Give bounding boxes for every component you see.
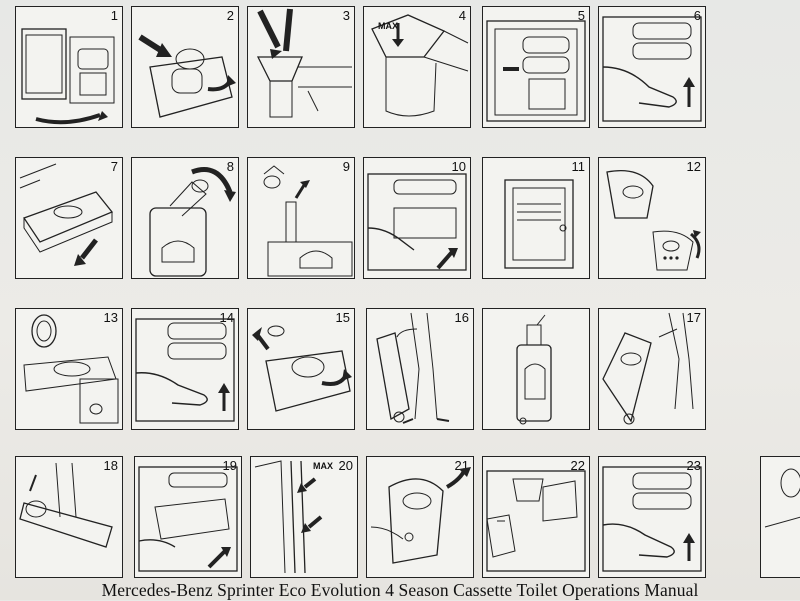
step-number: 18 [103,458,118,473]
step-panel-14: 14 [131,308,239,430]
step-panel-4: 4 MAX [363,6,471,128]
step-panel-5: 5 [482,6,590,128]
step-panel-partial [760,456,800,578]
wheel-cassette-icon [376,312,450,424]
pull-cassette-icon [19,163,114,266]
open-door-icon [21,28,115,125]
remove-cap-icon [263,165,353,277]
step-panel-16b [482,308,590,430]
step-number: 10 [451,159,466,174]
step-panel-10: 10 [363,157,471,279]
max-label: MAX [378,21,398,31]
step-number: 19 [222,458,237,473]
step-number: 8 [226,159,234,174]
step-panel-2: 2 [131,6,239,128]
max-level-icon: MAX [254,460,333,574]
step-panel-22: 22 [482,456,590,578]
hand-lever-icon [135,318,235,422]
insert-cassette-icon [367,173,467,271]
control-panel-icon [606,169,701,271]
page-caption: Mercedes-Benz Sprinter Eco Evolution 4 S… [101,580,699,600]
cassette-in-bay-icon [486,20,586,122]
max-label: MAX [313,461,333,471]
step-number: 13 [103,310,118,325]
insert-cassette-icon [138,466,238,572]
cap-rotate-icon [252,325,352,412]
lift-clip-icon [602,16,702,122]
step-number: 5 [577,8,585,23]
step-number: 4 [458,8,466,23]
empty-cassette-icon [19,462,113,548]
step-number: 1 [110,8,118,23]
step-number: 17 [686,310,701,325]
step-number: 11 [571,159,586,174]
rotate-spout-icon [149,167,236,277]
step-panel-17: 17 [598,308,706,430]
step-number: 22 [570,458,585,473]
step-panel-13: 13 [15,308,123,430]
flush-button-icon [370,467,471,564]
step-panel-23: 23 [598,456,706,578]
step-panel-15: 15 [247,308,355,430]
unscrew-cap-icon [138,34,236,118]
step-panel-18: 18 [15,456,123,578]
step-number: 20 [338,458,353,473]
step-panel-20: 20 MAX [250,456,358,578]
step-panel-6: 6 [598,6,706,128]
upright-cassette-icon [516,314,552,425]
step-panel-16: 16 [366,308,474,430]
step-panel-21: 21 [366,456,474,578]
toilet-bowl-icon [764,468,800,528]
step-number: 9 [342,159,350,174]
step-number: 6 [693,8,701,23]
max-fill-icon: MAX [371,14,469,117]
step-panel-3: 3 [247,6,355,128]
step-number: 16 [454,310,469,325]
step-number: 7 [110,159,118,174]
lift-lever-icon [602,466,702,572]
step-number: 23 [686,458,701,473]
step-panel-12: 12 [598,157,706,279]
step-panel-7: 7 [15,157,123,279]
fill-funnel-icon [256,8,352,118]
step-panel-19: 19 [134,456,242,578]
close-door-icon [504,179,574,269]
pour-water-icon [486,470,586,572]
step-number: 2 [226,8,234,23]
step-number: 12 [686,159,701,174]
step-panel-1: 1 [15,6,123,128]
step-number: 14 [219,310,234,325]
step-number: 3 [342,8,350,23]
step-panel-11: 11 [482,157,590,279]
toilet-bowl-icon [23,314,119,424]
step-number: 15 [335,310,350,325]
step-panel-9: 9 [247,157,355,279]
tilt-cassette-icon [602,312,694,425]
step-panel-8: 8 [131,157,239,279]
